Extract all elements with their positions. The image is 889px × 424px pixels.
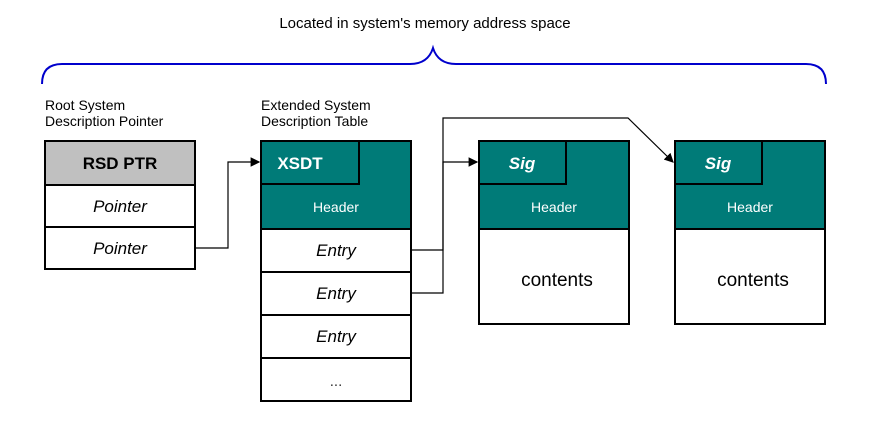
xsdt-label-line2: Description Table	[261, 113, 368, 129]
xsdt-entry-3: Entry	[316, 327, 357, 346]
rsdp-pointer-2: Pointer	[93, 239, 148, 258]
xsdt-entry-2: Entry	[316, 284, 357, 303]
xsdt-title: XSDT	[277, 154, 323, 173]
xsdt-label-line1: Extended System	[261, 97, 371, 113]
xsdt-box	[260, 140, 412, 402]
entry2-to-table2-arrow	[411, 117, 674, 294]
table-1-contents: contents	[521, 270, 593, 291]
table-2-header: Header	[727, 199, 773, 215]
memory-space-brace	[41, 44, 827, 85]
xsdt-entry-1: Entry	[316, 241, 357, 260]
rsdp-title: RSD PTR	[83, 154, 158, 173]
rsdp-label-line2: Description Pointer	[45, 113, 164, 129]
rsdp-pointer-1: Pointer	[93, 197, 148, 216]
table-1-box	[478, 140, 630, 325]
table-2-sig: Sig	[705, 154, 732, 173]
memory-space-label: Located in system's memory address space	[279, 15, 570, 32]
rsdp-to-xsdt-arrow	[195, 157, 261, 249]
table-2-box	[674, 140, 826, 325]
entry1-to-table1-arrow	[411, 157, 479, 251]
rsdp-label-line1: Root System	[45, 97, 125, 113]
xsdt-header: Header	[313, 199, 359, 215]
xsdt-entry-ellipsis: ...	[330, 373, 343, 390]
rsdp-box	[44, 140, 196, 270]
table-2-contents: contents	[717, 270, 789, 291]
table-1-header: Header	[531, 199, 577, 215]
table-1-sig: Sig	[509, 154, 536, 173]
